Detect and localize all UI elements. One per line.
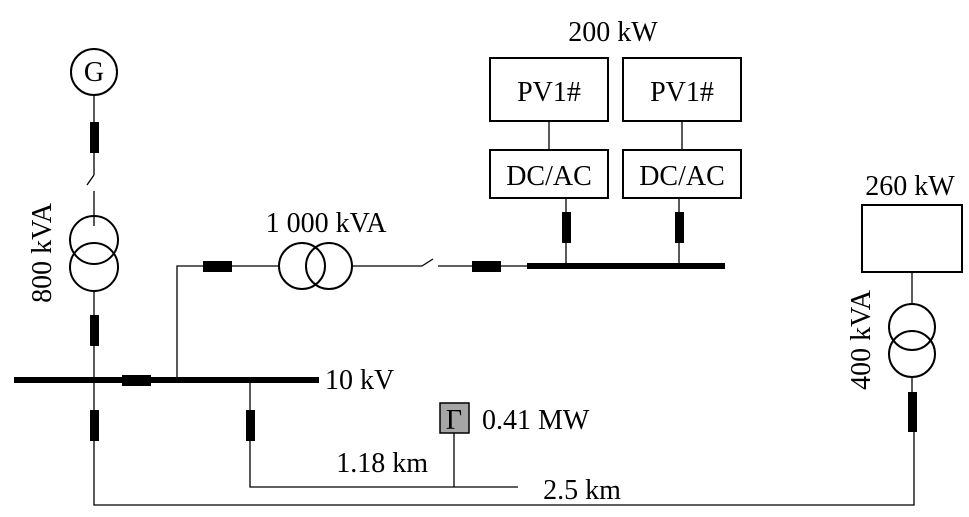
transformer-1000kva-label: 1 000 kVA xyxy=(266,208,388,239)
inverter-2 xyxy=(622,149,742,199)
pv-panel-2-label: PV1# xyxy=(650,77,714,108)
bus-tie-breaker xyxy=(122,375,151,386)
transformer-800kva xyxy=(69,215,119,292)
pv-unit-2: PV1# DC/AC xyxy=(622,57,742,266)
breaker-gen-lower xyxy=(90,315,99,346)
switch-gen xyxy=(86,174,95,186)
load-small: Γ xyxy=(439,402,470,436)
transformer-400kva-label: 400 kVA xyxy=(846,289,877,390)
breaker-feeder-upper xyxy=(203,261,232,272)
load-small-box xyxy=(439,402,470,434)
pv-panel-2 xyxy=(622,57,742,122)
inverter-1 xyxy=(489,149,609,199)
breaker-pv-incoming xyxy=(472,261,501,272)
breaker-gen xyxy=(90,122,99,153)
line-branch-length: 1.18 km xyxy=(336,448,428,479)
pv-rating-label: 200 kW xyxy=(568,17,658,48)
breaker-branch-line xyxy=(246,410,255,441)
pv-panel-1-label: PV1# xyxy=(517,77,581,108)
bus-voltage-label: 10 kV xyxy=(325,365,394,396)
pv-panel-1 xyxy=(489,57,609,122)
breaker-pv-2 xyxy=(675,212,684,243)
breaker-main-line xyxy=(90,410,99,441)
load-small-symbol: Γ xyxy=(446,405,462,436)
breaker-load-right xyxy=(908,392,917,432)
transformer-800kva-label: 800 kVA xyxy=(27,202,58,303)
breaker-pv-1 xyxy=(562,212,571,243)
generator: G xyxy=(70,48,118,96)
switch-feeder-upper xyxy=(421,258,434,267)
load-small-rating: 0.41 MW xyxy=(482,405,590,436)
generator-symbol: G xyxy=(84,57,104,88)
load-right-rating: 260 kW xyxy=(865,171,955,202)
inverter-2-label: DC/AC xyxy=(639,161,725,192)
transformer-1000kva xyxy=(278,242,353,290)
pv-unit-1: PV1# DC/AC xyxy=(489,57,609,266)
transformer-400kva xyxy=(888,303,936,378)
inverter-1-label: DC/AC xyxy=(506,161,592,192)
load-right-box xyxy=(861,204,963,273)
line-main-length: 2.5 km xyxy=(543,475,621,506)
